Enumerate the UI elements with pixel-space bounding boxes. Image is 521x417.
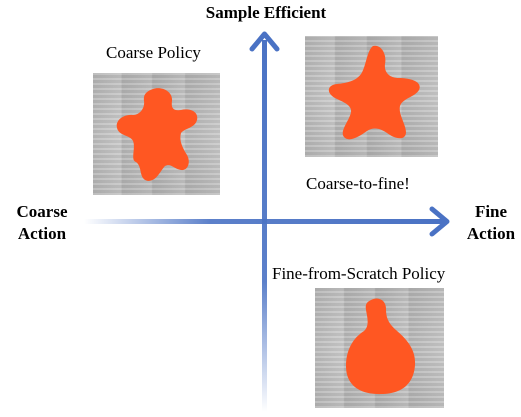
axis-label-left: Coarse Action [0, 201, 84, 245]
coarse-to-fine-shape [328, 45, 420, 140]
coarse-to-fine-image [305, 36, 438, 157]
caption-fine-from-scratch: Fine-from-Scratch Policy [272, 264, 446, 283]
vertical-axis-arrow [249, 31, 280, 412]
axis-label-right: Fine Action [456, 201, 521, 245]
axis-label-top: Sample Efficient [205, 3, 327, 22]
coarse-shape [116, 88, 198, 181]
caption-coarse-policy: Coarse Policy [106, 43, 201, 62]
coarse-policy-image [93, 73, 220, 195]
axis-label-left-line2: Action [17, 224, 67, 243]
axis-label-right-line2: Action [466, 224, 516, 243]
axis-label-left-line1: Coarse [16, 202, 68, 221]
fine-from-scratch-image [315, 288, 444, 408]
axis-label-right-line1: Fine [474, 202, 508, 221]
caption-coarse-to-fine: Coarse-to-fine! [306, 174, 410, 193]
fine-from-scratch-shape [346, 298, 416, 395]
